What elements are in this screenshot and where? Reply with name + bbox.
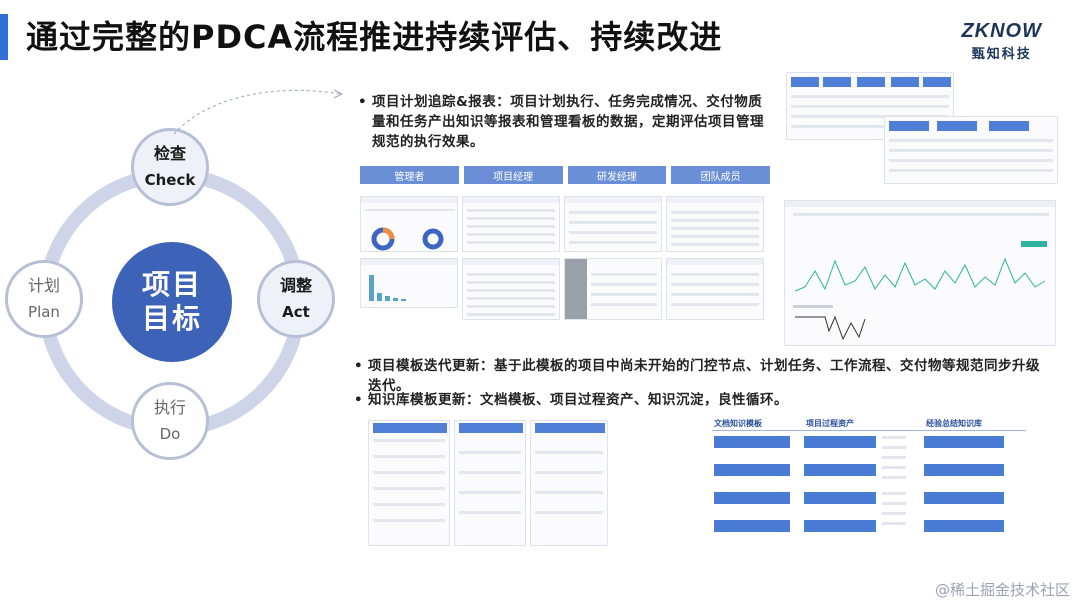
act-zh-label: 调整: [279, 276, 312, 295]
curved-arrow-icon: [173, 89, 344, 135]
plan-zh-label: 计划: [27, 276, 60, 295]
kb-col1-block-1: [714, 436, 790, 448]
role-tab-project-manager: 项目经理: [463, 166, 563, 184]
donut-chart-icon: [365, 209, 455, 251]
role-tabs: 管理者 项目经理 研发经理 团队成员: [360, 166, 770, 184]
knowledge-structure-panel: 文档知识模板 项目过程资产 经验总结知识库: [704, 412, 1034, 542]
watermark: @稀土掘金技术社区: [934, 581, 1070, 599]
kb-col1-title: 文档知识模板: [714, 419, 762, 428]
report-thumb-middle: [884, 116, 1058, 184]
bar-chart-icon: [369, 275, 406, 301]
center-label-line2: 目标: [141, 302, 202, 335]
dashboard-thumb-6: [462, 258, 560, 320]
pdca-node-plan: 计划 Plan: [5, 260, 83, 338]
kb-col2-title: 项目过程资产: [806, 419, 854, 428]
role-tab-team-member: 团队成员: [671, 166, 770, 184]
bullet-marker: •: [354, 392, 364, 408]
bullet-template-update: • 项目模板迭代更新：基于此模板的项目中尚未开始的门控节点、计划任务、工作流程、…: [354, 356, 1048, 396]
pdca-center-goal: 项目 目标: [112, 242, 232, 362]
kb-col2-block-4: [804, 520, 876, 532]
check-en-label: Check: [144, 171, 196, 189]
bullet-knowledge-base: • 知识库模板更新：文档模板、项目过程资产、知识沉淀，良性循环。: [354, 390, 1048, 410]
dashboard-thumb-1: [360, 196, 458, 252]
bullet-text: 项目计划追踪&报表：项目计划执行、任务完成情况、交付物质量和任务产出知识等报表和…: [372, 94, 764, 150]
kb-col2-block-2: [804, 464, 876, 476]
template-thumb-2: [454, 420, 526, 546]
page-title: 通过完整的PDCA流程推进持续评估、持续改进: [26, 18, 723, 56]
pdca-cycle: 项目 目标 检查 Check 计划 Plan 调整 Act 执行 Do: [0, 70, 345, 470]
role-tab-manager: 管理者: [360, 166, 459, 184]
kb-col1-block-3: [714, 492, 790, 504]
kb-col2-block-1: [804, 436, 876, 448]
pdca-node-do: 执行 Do: [131, 382, 209, 460]
bullet-text: 项目模板迭代更新：基于此模板的项目中尚未开始的门控节点、计划任务、工作流程、交付…: [368, 358, 1040, 394]
check-zh-label: 检查: [153, 144, 186, 163]
trend-chart-thumb: [784, 200, 1056, 346]
kb-col3-title: 经验总结知识库: [926, 419, 982, 428]
center-label-line1: 项目: [141, 268, 202, 301]
do-zh-label: 执行: [153, 398, 186, 417]
dashboard-thumb-5: [360, 258, 458, 308]
template-thumb-1: [368, 420, 450, 546]
kb-col2-block-3: [804, 492, 876, 504]
role-tab-rd-manager: 研发经理: [567, 166, 667, 184]
pdca-node-check: 检查 Check: [131, 128, 209, 206]
kb-col3-block-2: [924, 464, 1004, 476]
title-accent-bar: [0, 14, 8, 60]
template-thumb-3: [530, 420, 608, 546]
trend-chart-graphic: [793, 213, 1049, 341]
plan-en-label: Plan: [28, 303, 60, 321]
bullet-marker: •: [354, 358, 364, 374]
act-en-label: Act: [282, 303, 310, 321]
logo-subtitle: 甄知科技: [971, 47, 1032, 62]
bullet-report-tracking: • 项目计划追踪&报表：项目计划执行、任务完成情况、交付物质量和任务产出知识等报…: [358, 92, 772, 152]
kb-col3-block-4: [924, 520, 1004, 532]
kb-col1-block-2: [714, 464, 790, 476]
pdca-node-act: 调整 Act: [257, 260, 335, 338]
bullet-text: 知识库模板更新：文档模板、项目过程资产、知识沉淀，良性循环。: [368, 392, 788, 408]
dashboard-thumb-8: [666, 258, 764, 320]
brand-logo: ZKNOW 甄知科技: [961, 20, 1042, 62]
kb-col3-block-3: [924, 492, 1004, 504]
dashboard-thumb-7: [564, 258, 662, 320]
dashboard-thumb-3: [564, 196, 662, 252]
kb-col3-block-1: [924, 436, 1004, 448]
do-en-label: Do: [159, 425, 181, 443]
logo-mark: ZKNOW: [961, 20, 1042, 42]
dashboard-thumb-4: [666, 196, 764, 252]
dashboard-thumb-2: [462, 196, 560, 252]
bullet-marker: •: [358, 94, 368, 110]
kb-col1-block-4: [714, 520, 790, 532]
